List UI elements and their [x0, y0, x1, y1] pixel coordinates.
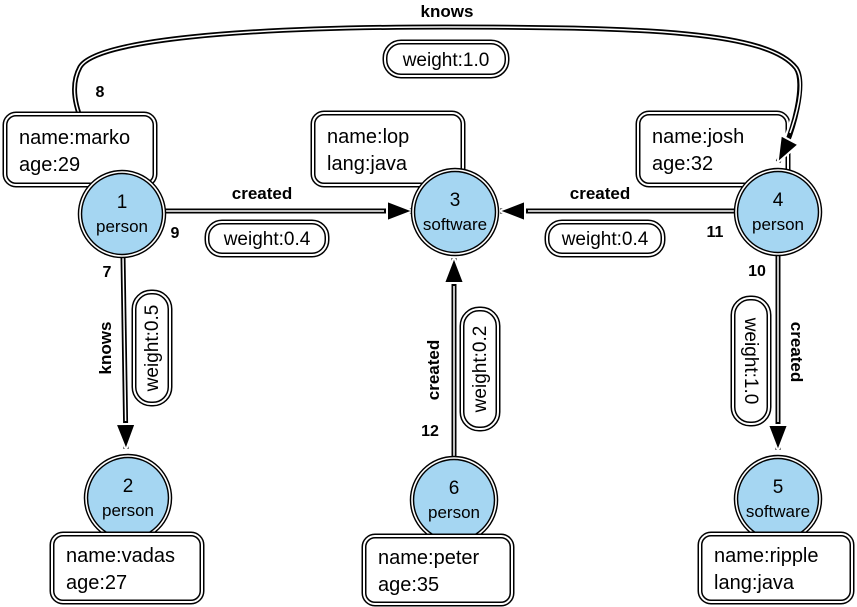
node-inner-ring — [79, 171, 165, 257]
node-2: 2 person — [83, 453, 173, 543]
node-type: person — [428, 503, 480, 522]
node-1: 1 person — [77, 169, 167, 259]
node-type: person — [102, 501, 154, 520]
edge-id-label: 9 — [171, 225, 180, 242]
weight-pill: weight:0.4 — [204, 219, 330, 258]
weight-pill-inner-ring — [461, 308, 499, 430]
node-id: 5 — [773, 477, 784, 498]
property-line: name:vadas — [66, 545, 175, 567]
weight-pill: weight:1.0 — [730, 295, 772, 427]
edge-created-4-3: created 11 weight:0.4 — [495, 182, 741, 258]
property-line: name:peter — [378, 547, 480, 569]
property-line: name:marko — [19, 127, 130, 149]
weight-label: weight:0.4 — [561, 229, 649, 250]
property-line: age:29 — [19, 154, 80, 176]
weight-pill-inner-ring — [732, 297, 770, 425]
property-box-inner-ring — [699, 533, 853, 603]
property-line: age:32 — [652, 153, 713, 175]
edge-created-6-3: 12 created weight:0.2 — [419, 253, 501, 463]
property-box-inner-ring — [4, 113, 156, 186]
weight-pill: weight:1.0 — [382, 39, 510, 79]
edge-created-1-3: created 9 weight:0.4 — [159, 182, 417, 258]
property-line: lang:java — [327, 153, 408, 175]
property-line: name:lop — [327, 126, 409, 148]
edge-label: knows — [96, 322, 115, 375]
property-line: age:35 — [378, 574, 439, 596]
node-type: software — [423, 215, 487, 234]
node-inner-ring — [735, 169, 821, 255]
node-type: person — [752, 215, 804, 234]
weight-pill-inner-ring — [546, 221, 664, 256]
node-type: software — [746, 502, 810, 521]
weight-pill-inner-ring — [384, 41, 508, 77]
node-type: person — [96, 217, 148, 236]
edge-id-label: 10 — [748, 263, 766, 280]
edge-knows-1-4: knows 8 weight:1.0 — [70, 0, 805, 183]
weight-pill: weight:0.4 — [544, 219, 666, 258]
node-id: 4 — [773, 190, 784, 211]
weight-label: weight:1.0 — [740, 317, 761, 405]
node-6: 6 person — [409, 455, 499, 545]
property-box-inner-ring — [312, 112, 464, 186]
edge-created-4-5: 10 created weight:1.0 — [730, 249, 808, 455]
property-box-inner-ring — [363, 535, 513, 605]
node-id: 1 — [117, 192, 128, 213]
property-box-peter: name:peter age:35 — [361, 533, 515, 607]
node-id: 6 — [449, 478, 460, 499]
node-5: 5 software — [733, 454, 823, 544]
node-inner-ring — [412, 169, 498, 255]
edge-label: created — [570, 184, 630, 203]
edge-label: created — [232, 184, 292, 203]
edge-id-label: 8 — [96, 84, 105, 101]
weight-label: weight:0.2 — [470, 326, 491, 414]
edge-id-label: 7 — [103, 264, 112, 281]
node-3: 3 software — [410, 167, 500, 257]
weight-pill-inner-ring — [133, 291, 171, 405]
edge-line-core — [73, 26, 801, 179]
edge-knows-1-2: 7 knows weight:0.5 — [94, 251, 173, 454]
edge-label: created — [787, 322, 806, 382]
property-box-ripple: name:ripple lang:java — [697, 531, 855, 605]
property-box-marko: name:marko age:29 — [2, 111, 158, 188]
property-line: lang:java — [714, 572, 795, 594]
edge-label: knows — [421, 2, 474, 21]
property-line: name:ripple — [714, 545, 819, 567]
weight-label: weight:1.0 — [402, 50, 490, 71]
edge-id-label: 12 — [421, 423, 439, 440]
weight-pill: weight:0.2 — [459, 306, 501, 432]
property-box-lop: name:lop lang:java — [310, 110, 466, 188]
node-id: 3 — [450, 190, 461, 211]
property-box-vadas: name:vadas age:27 — [49, 531, 205, 605]
weight-label: weight:0.5 — [142, 305, 163, 393]
edge-line-core — [122, 255, 127, 422]
property-line: name:josh — [652, 126, 744, 148]
node-4: 4 person — [733, 167, 823, 257]
weight-pill-inner-ring — [206, 221, 328, 256]
edge-label: created — [424, 340, 443, 400]
node-id: 2 — [123, 476, 134, 497]
edge-id-label: 11 — [707, 224, 724, 241]
weight-label: weight:0.4 — [223, 229, 311, 250]
property-box-inner-ring — [51, 533, 203, 603]
property-line: age:27 — [66, 572, 127, 594]
weight-pill: weight:0.5 — [131, 289, 173, 407]
